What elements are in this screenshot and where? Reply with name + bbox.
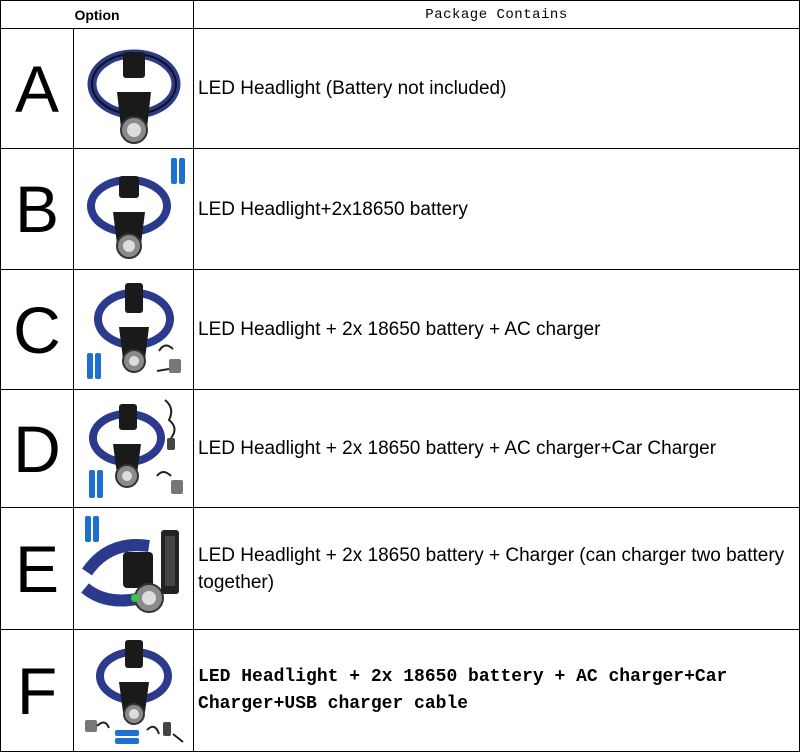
product-image <box>72 389 195 508</box>
product-image <box>72 507 195 630</box>
package-description: LED Headlight + 2x 18650 battery + Charg… <box>193 507 800 630</box>
headlamp-car-charger-icon <box>88 398 183 498</box>
package-description: LED Headlight+2x18650 battery <box>193 148 800 270</box>
option-letter: D <box>0 389 74 508</box>
headlamp-ac-charger-icon <box>86 282 181 379</box>
headlamp-dual-charger-icon <box>80 515 179 613</box>
package-description: LED Headlight (Battery not included) <box>193 28 800 149</box>
package-description: LED Headlight + 2x 18650 battery + AC ch… <box>193 629 800 752</box>
table-row: E LED Headlight + 2x 18650 battery + Cha… <box>0 507 800 630</box>
table-row: C LED Headlight + 2x 18650 battery + AC … <box>0 269 800 390</box>
product-image <box>72 629 195 752</box>
headlamp-icon <box>87 49 180 144</box>
option-letter: A <box>0 28 74 149</box>
headlamp-usb-cable-icon <box>84 639 184 744</box>
package-description: LED Headlight + 2x 18650 battery + AC ch… <box>193 389 800 508</box>
table-header-row: Option Package Contains <box>0 0 800 29</box>
table-row: A LED Headlight (Battery not included) <box>0 28 800 149</box>
option-letter: E <box>0 507 74 630</box>
product-image <box>72 148 195 270</box>
option-header: Option <box>0 0 195 29</box>
table-row: D LED Headlight + 2x 18650 battery + AC … <box>0 389 800 508</box>
table-row: B LED Headlight+2x18650 battery <box>0 148 800 270</box>
product-image <box>72 269 195 390</box>
option-letter: C <box>0 269 74 390</box>
option-letter: B <box>0 148 74 270</box>
product-image <box>72 28 195 149</box>
table-row: F LED Headlight + 2x 18650 battery + AC … <box>0 629 800 752</box>
package-description: LED Headlight + 2x 18650 battery + AC ch… <box>193 269 800 390</box>
headlamp-batteries-icon <box>86 158 185 259</box>
package-contains-header: Package Contains <box>193 0 800 29</box>
option-letter: F <box>0 629 74 752</box>
